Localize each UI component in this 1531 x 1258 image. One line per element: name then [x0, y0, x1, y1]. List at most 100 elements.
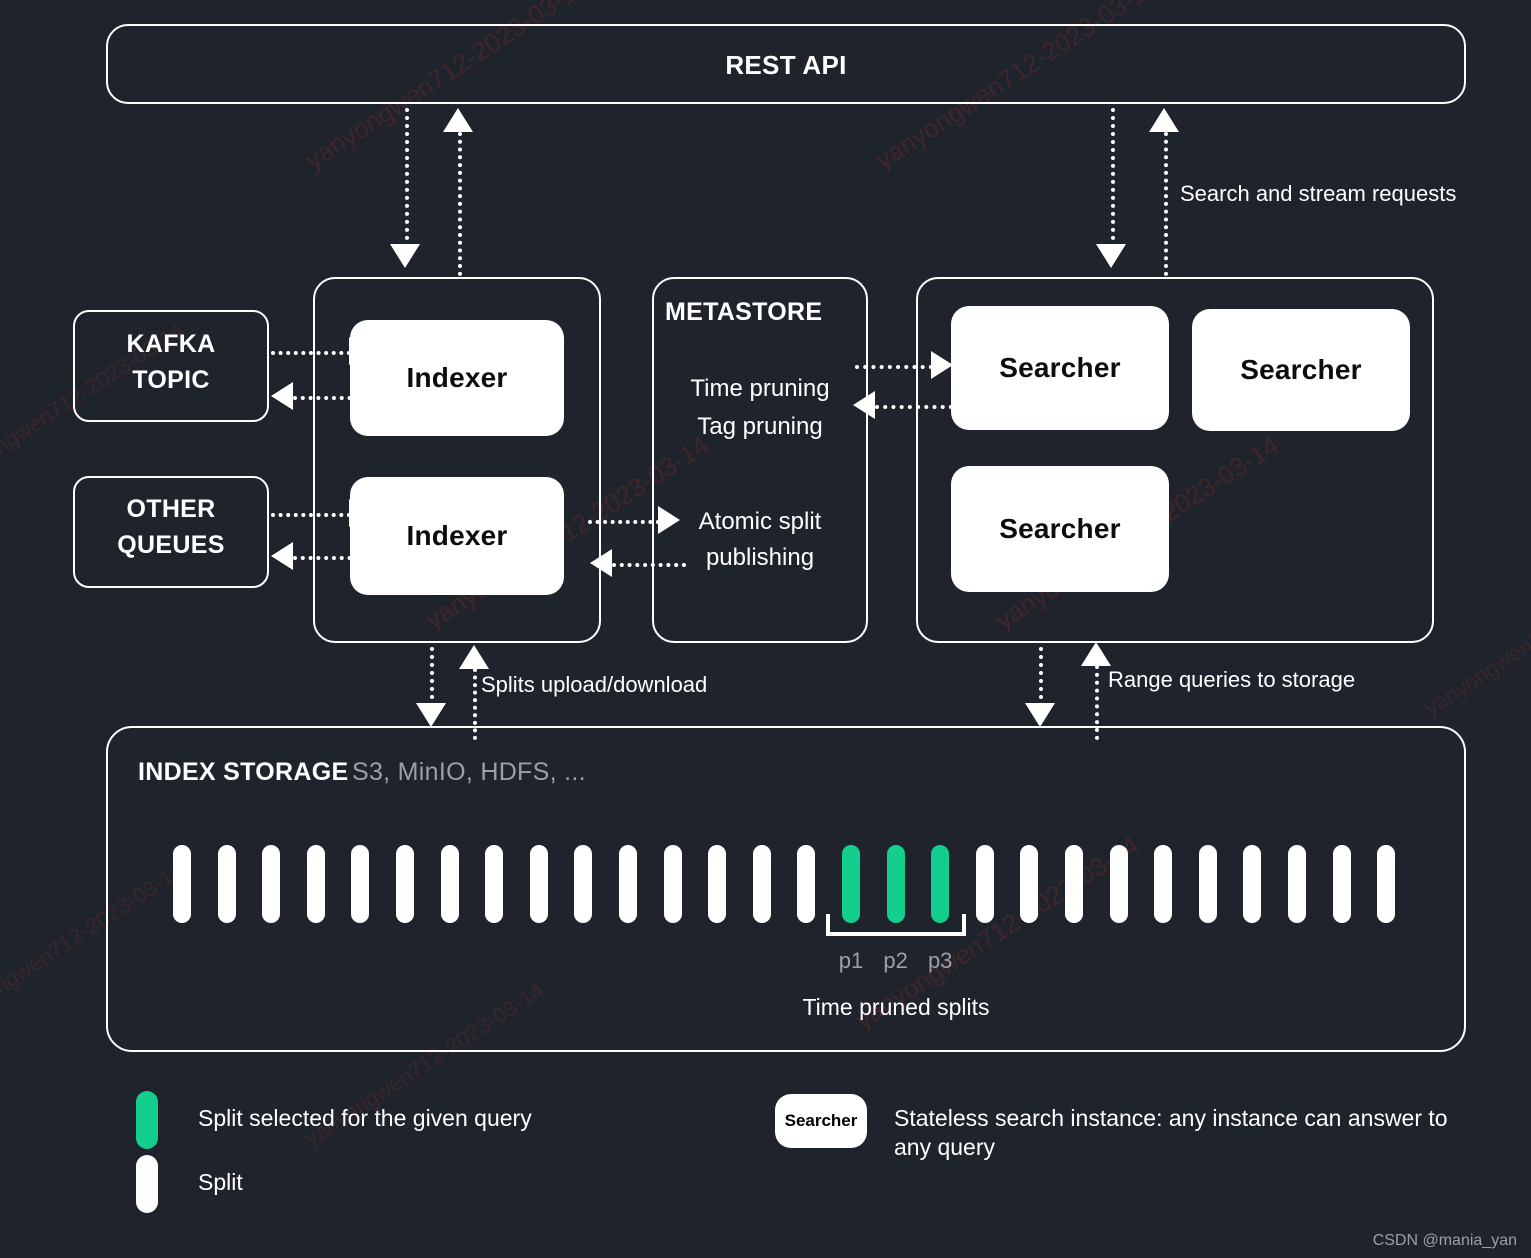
- other-queues-box[interactable]: [73, 476, 269, 588]
- arrowhead-right: [931, 351, 953, 379]
- arrowhead-up: [443, 108, 473, 132]
- searcher-node-2[interactable]: Searcher: [1192, 309, 1410, 431]
- arrowhead-down: [1025, 703, 1055, 727]
- edge-metastore-to-indexer: [612, 563, 686, 567]
- edge-indexer-to-kafka: [293, 396, 375, 400]
- split: [574, 845, 593, 923]
- edge-searcher-to-restapi: [1164, 132, 1168, 276]
- arrowhead-left: [590, 549, 612, 577]
- kafka-topic-box[interactable]: [73, 310, 269, 422]
- edge-searcher-to-storage: [1039, 647, 1043, 707]
- other-queues-label-line2: QUEUES: [117, 531, 225, 559]
- split: [975, 845, 994, 923]
- index-storage-title: INDEX STORAGE: [138, 758, 349, 786]
- rest-api-title: REST API: [725, 50, 847, 80]
- edge-label-search-stream: Search and stream requests: [1180, 181, 1457, 206]
- searcher-node-1[interactable]: Searcher: [951, 306, 1169, 430]
- split: [619, 845, 637, 923]
- split-selected: [886, 845, 905, 923]
- index-storage-subtitle: S3, MinIO, HDFS, ...: [352, 758, 586, 786]
- edge-indexer-to-metastore: [588, 520, 660, 524]
- searcher-node-3[interactable]: Searcher: [951, 466, 1169, 592]
- split: [1065, 845, 1083, 923]
- metastore-box[interactable]: [652, 277, 868, 643]
- edge-restapi-to-searcher: [1111, 108, 1115, 248]
- metastore-atomic-split-line2: publishing: [705, 544, 815, 571]
- edge-metastore-to-searcher: [855, 365, 933, 369]
- split: [440, 845, 459, 923]
- edge-label-range-queries: Range queries to storage: [1108, 667, 1356, 692]
- arrowhead-left: [271, 382, 293, 410]
- split: [1109, 845, 1128, 923]
- time-pruned-bracket: [826, 914, 966, 936]
- legend-label-split: Split: [198, 1169, 243, 1195]
- indexer-cluster-box[interactable]: [313, 277, 601, 643]
- legend-searcher-chip: Searcher: [775, 1094, 867, 1148]
- searcher-node-label: Searcher: [999, 352, 1121, 383]
- index-storage-box[interactable]: [106, 726, 1466, 1052]
- split: [663, 845, 682, 923]
- indexer-node-2[interactable]: Indexer: [350, 477, 564, 595]
- legend-searcher-desc-line2: any query: [894, 1134, 996, 1160]
- split-selected: [931, 845, 950, 923]
- arrowhead-left: [271, 542, 293, 570]
- split: [708, 845, 727, 923]
- split: [1243, 845, 1262, 923]
- edge-indexer-to-storage: [430, 647, 434, 707]
- searcher-node-label: Searcher: [999, 513, 1121, 544]
- arrowhead-right: [658, 506, 680, 534]
- arrowhead-up: [459, 645, 489, 669]
- kafka-topic-label-line2: TOPIC: [132, 366, 210, 394]
- indexer-node-1[interactable]: Indexer: [350, 320, 564, 436]
- legend-label-selected: Split selected for the given query: [198, 1105, 532, 1131]
- edge-queues-to-indexer: [271, 513, 351, 517]
- indexer-node-label: Indexer: [406, 362, 508, 393]
- searcher-cluster-box[interactable]: [916, 277, 1434, 643]
- edge-label-splits-upload-download: Splits upload/download: [481, 672, 708, 697]
- edge-storage-to-searcher: [1095, 665, 1099, 740]
- metastore-feature-time-pruning: Time pruning: [690, 375, 830, 402]
- split: [217, 845, 236, 923]
- edge-restapi-to-indexer: [405, 108, 409, 248]
- split: [752, 845, 771, 923]
- split: [529, 845, 548, 923]
- searcher-node-label: Searcher: [1240, 354, 1362, 385]
- split: [351, 845, 370, 923]
- split: [485, 845, 504, 923]
- arrowhead-up: [1149, 108, 1179, 132]
- rest-api-box[interactable]: [106, 24, 1466, 104]
- legend-searcher-desc-line1: Stateless search instance: any instance …: [894, 1105, 1448, 1131]
- split: [797, 845, 816, 923]
- kafka-topic-label-line1: KAFKA: [126, 330, 216, 358]
- edge-indexer-to-restapi: [458, 132, 462, 276]
- split: [1288, 845, 1306, 923]
- split-label-p2: p2: [883, 948, 908, 973]
- split: [306, 845, 325, 923]
- watermark: yanyongwen712-2023-03-14: [1420, 547, 1531, 721]
- other-queues-label-line1: OTHER: [126, 495, 216, 523]
- edge-kafka-to-indexer: [271, 351, 351, 355]
- split: [1198, 845, 1217, 923]
- credit-watermark: CSDN @mania_yan: [1372, 1232, 1517, 1249]
- metastore-atomic-split-line1: Atomic split: [698, 508, 822, 535]
- arrowhead-down: [416, 703, 446, 727]
- edge-indexer-to-queues: [293, 556, 375, 560]
- arrowhead-left: [853, 391, 875, 419]
- metastore-title: METASTORE: [665, 298, 823, 326]
- legend-searcher-chip-label: Searcher: [784, 1111, 858, 1130]
- split: [262, 845, 281, 923]
- split-label-p1: p1: [838, 948, 864, 973]
- split: [1020, 845, 1039, 923]
- edge-storage-to-indexer: [473, 668, 477, 740]
- split: [1377, 845, 1396, 923]
- split: [173, 845, 191, 923]
- split: [396, 845, 414, 923]
- edge-searcher-to-metastore: [875, 405, 953, 409]
- arrowhead-up: [1081, 642, 1111, 666]
- legend-swatch-selected: [136, 1091, 158, 1149]
- split: [1154, 845, 1173, 923]
- split-label-p3: p3: [927, 948, 953, 973]
- split-selected: [842, 845, 860, 923]
- arrowhead-down: [390, 244, 420, 268]
